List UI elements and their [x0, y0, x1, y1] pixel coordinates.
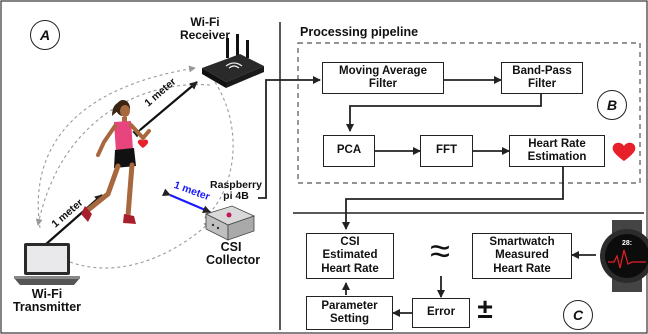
approx-symbol: ≈: [430, 230, 450, 271]
band-pass-filter-box: Band-Pass Filter: [501, 62, 583, 94]
pi-to-pipeline-line: [258, 76, 321, 199]
smartwatch-icon: [600, 220, 648, 292]
pipeline-title: Processing pipeline: [300, 25, 419, 39]
heart-icon: [612, 142, 636, 161]
runner-heart-icon: [137, 139, 149, 148]
section-a-label: A: [30, 20, 60, 50]
smartwatch-measured-heart-rate-box: Smartwatch Measured Heart Rate: [472, 233, 572, 279]
csi-estimated-heart-rate-box: CSI Estimated Heart Rate: [306, 233, 394, 279]
pca-box: PCA: [323, 135, 375, 167]
parameter-setting-box: Parameter Setting: [306, 296, 393, 330]
heart-rate-estimation-box: Heart Rate Estimation: [509, 135, 605, 167]
wifi-transmitter-label: Wi-Fi Transmitter: [12, 287, 82, 315]
fft-box: FFT: [420, 135, 473, 167]
runner-illustration: [81, 100, 151, 224]
error-box: Error: [412, 298, 470, 328]
pipeline-arrows: [342, 76, 564, 230]
section-c-label: C: [563, 300, 593, 330]
pipeline-dashed-box: [297, 42, 641, 184]
signal-paths: [35, 65, 234, 269]
laptop-icon: [14, 243, 80, 285]
evaluation-arrows: [342, 251, 596, 317]
wifi-router-icon: [202, 34, 264, 88]
raspberry-pi-icon: [204, 205, 256, 241]
plus-minus-symbol: ±: [477, 293, 493, 324]
csi-collector-label: CSI Collector: [206, 240, 261, 268]
wifi-receiver-label: Wi-Fi Receiver: [179, 15, 231, 42]
watch-time: 28:: [621, 240, 633, 247]
moving-average-filter-box: Moving Average Filter: [322, 62, 444, 94]
raspberry-pi-label: Raspberry pi 4B: [210, 179, 262, 203]
section-b-label: B: [597, 90, 627, 120]
